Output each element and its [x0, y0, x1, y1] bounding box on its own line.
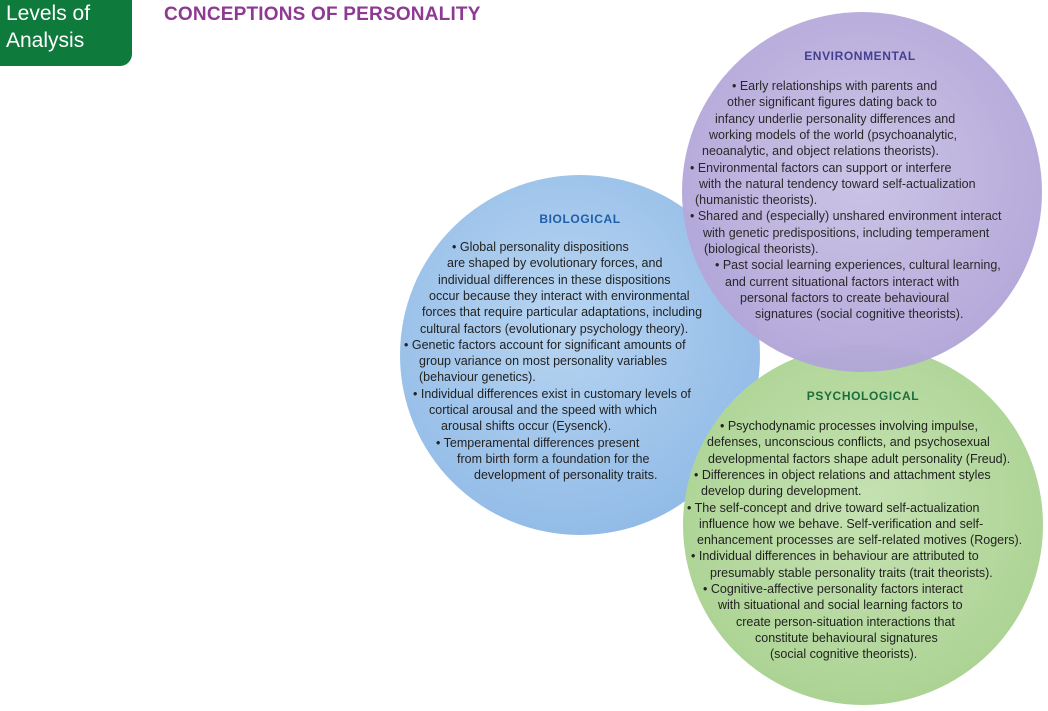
biological-title: BIOLOGICAL	[539, 212, 621, 226]
psychological-line: develop during development.	[701, 484, 862, 499]
psychological-line: • Psychodynamic processes involving impu…	[720, 419, 978, 433]
biological-line: occur because they interact with environ…	[429, 288, 690, 303]
environmental-line: personal factors to create behavioural	[740, 290, 950, 305]
environmental-title: ENVIRONMENTAL	[804, 49, 916, 63]
biological-line: (behaviour genetics).	[419, 370, 536, 385]
psychological-line: presumably stable personality traits (tr…	[710, 565, 993, 580]
environmental-line: and current situational factors interact…	[725, 274, 960, 289]
environmental-line: • Early relationships with parents and	[732, 79, 938, 93]
biological-line: development of personality traits.	[474, 468, 658, 483]
environmental-line: (humanistic theorists).	[695, 193, 818, 208]
tag-line-2: Analysis	[6, 29, 85, 52]
psychological-line: • Differences in object relations and at…	[694, 467, 991, 482]
psychological-line: (social cognitive theorists).	[770, 647, 918, 662]
biological-line: • Genetic factors account for significan…	[404, 337, 686, 352]
psychological-line: defenses, unconscious conflicts, and psy…	[707, 435, 990, 450]
psychological-line: enhancement processes are self-related m…	[697, 533, 1023, 548]
environmental-line: • Shared and (especially) unshared envir…	[690, 209, 1002, 224]
psychological-line: • Individual differences in behaviour ar…	[691, 549, 979, 564]
biological-line: • Individual differences exist in custom…	[413, 386, 691, 401]
environmental-circle: ENVIRONMENTAL • Early relationships with…	[682, 12, 1042, 372]
biological-line: arousal shifts occur (Eysenck).	[441, 419, 612, 434]
psychological-line: • The self-concept and drive toward self…	[687, 500, 980, 515]
environmental-line: signatures (social cognitive theorists).	[755, 307, 964, 322]
environmental-line: • Environmental factors can support or i…	[690, 160, 952, 175]
biological-line: • Global personality dispositions	[452, 240, 629, 254]
psychological-line: constitute behavioural signatures	[755, 630, 938, 645]
psychological-line: influence how we behave. Self-verificati…	[699, 516, 984, 531]
psychological-line: developmental factors shape adult person…	[708, 451, 1011, 466]
environmental-line: neoanalytic, and object relations theori…	[702, 144, 939, 159]
biological-line: from birth form a foundation for the	[457, 451, 650, 466]
environmental-line: working models of the world (psychoanaly…	[709, 127, 958, 142]
psychological-line: • Cognitive-affective personality factor…	[703, 582, 963, 596]
biological-line: cultural factors (evolutionary psycholog…	[420, 321, 689, 336]
tag-line-1: Levels of	[6, 2, 91, 25]
environmental-line: • Past social learning experiences, cult…	[715, 258, 1001, 273]
psychological-circle: PSYCHOLOGICAL • Psychodynamic processes …	[683, 345, 1043, 705]
environmental-line: (biological theorists).	[704, 242, 819, 256]
environmental-line: with the natural tendency toward self-ac…	[699, 176, 976, 191]
biological-line: forces that require particular adaptatio…	[422, 305, 703, 320]
biological-line: are shaped by evolutionary forces, and	[447, 256, 663, 271]
biological-line: cortical arousal and the speed with whic…	[429, 403, 657, 417]
biological-line: group variance on most personality varia…	[419, 354, 668, 369]
biological-line: individual differences in these disposit…	[438, 272, 671, 287]
psychological-line: with situational and social learning fac…	[718, 598, 963, 613]
environmental-line: other significant figures dating back to	[727, 95, 937, 110]
environmental-line: infancy underlie personality differences…	[715, 111, 956, 126]
psychological-title: PSYCHOLOGICAL	[806, 389, 920, 403]
levels-of-analysis-tag: Levels of Analysis	[0, 0, 132, 66]
page-title: CONCEPTIONS OF PERSONALITY	[164, 4, 481, 25]
biological-line: • Temperamental differences present	[436, 435, 640, 450]
psychological-line: create person-situation interactions tha…	[736, 614, 955, 629]
environmental-line: with genetic predispositions, including …	[703, 225, 990, 240]
